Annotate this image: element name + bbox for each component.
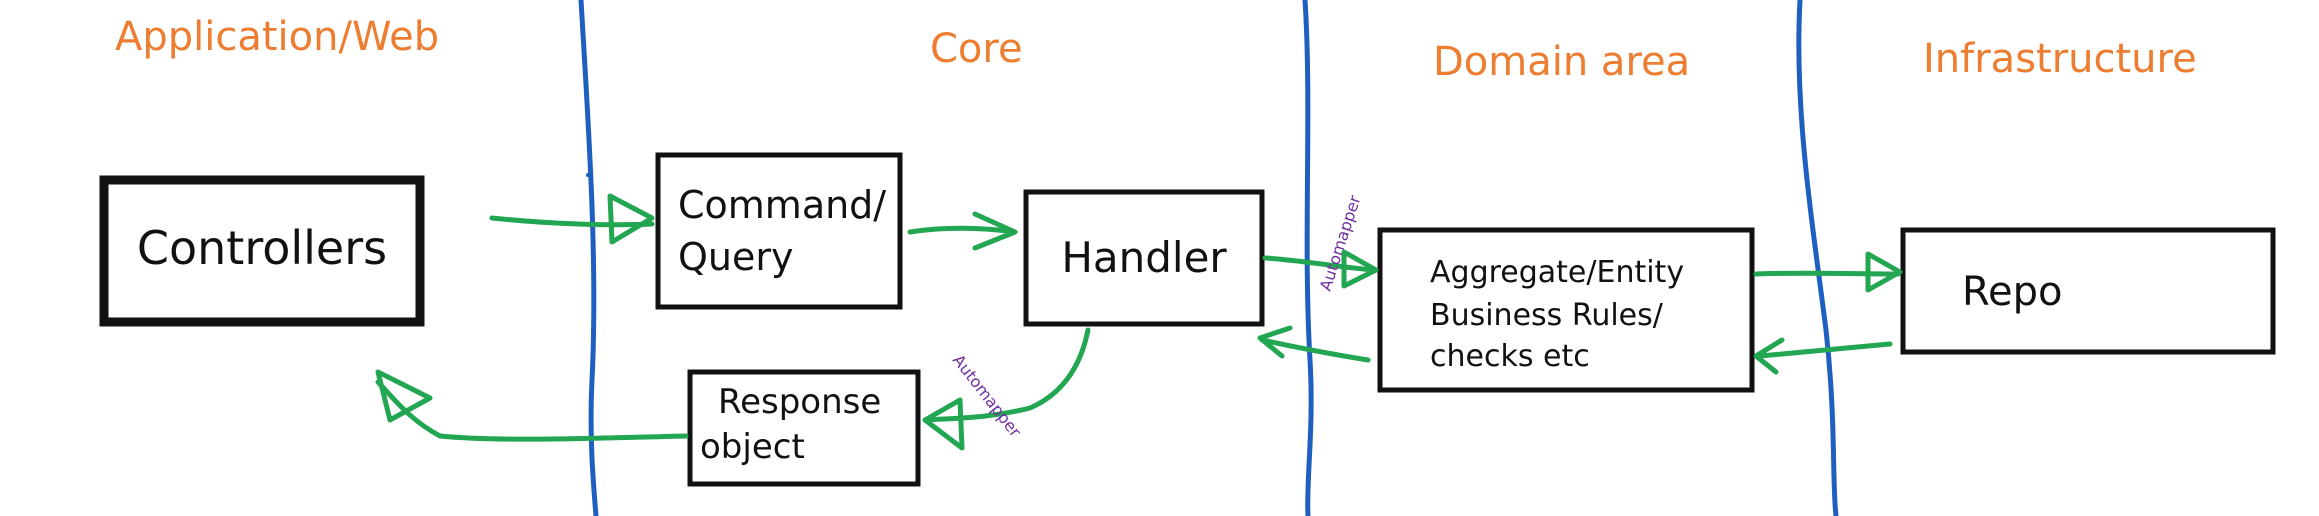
response-object-label-line2: object bbox=[700, 427, 805, 467]
repo-box: Repo bbox=[1900, 227, 2276, 355]
region-title-application: Application/Web bbox=[115, 14, 439, 60]
response-object-box: Response object bbox=[687, 369, 921, 487]
arrow-repo-to-aggregate bbox=[1753, 337, 1893, 375]
command-query-box: Command/ Query bbox=[655, 152, 903, 310]
arrow-aggregate-to-repo bbox=[1753, 251, 1903, 293]
region-title-core: Core bbox=[930, 26, 1023, 72]
response-object-label-line1: Response bbox=[718, 382, 881, 422]
divider-domain-infra bbox=[1796, 0, 1839, 516]
handler-label: Handler bbox=[1061, 233, 1227, 282]
controllers-label: Controllers bbox=[137, 221, 387, 275]
arrow-response-to-controllers bbox=[375, 369, 689, 442]
repo-label: Repo bbox=[1962, 269, 2062, 315]
arrow-command-to-handler bbox=[907, 211, 1018, 251]
command-query-label-line2: Query bbox=[678, 235, 793, 279]
region-title-infrastructure: Infrastructure bbox=[1923, 36, 2197, 82]
aggregate-label-line1: Aggregate/Entity bbox=[1430, 255, 1684, 290]
handler-box: Handler bbox=[1023, 189, 1265, 327]
stray-dot bbox=[586, 173, 590, 177]
arrow-handler-to-response bbox=[922, 327, 1091, 451]
aggregate-label-line3: checks etc bbox=[1430, 339, 1590, 374]
divider-core-domain bbox=[1302, 0, 1314, 516]
controllers-box: Controllers bbox=[99, 175, 425, 327]
command-query-label-line1: Command/ bbox=[678, 183, 886, 227]
aggregate-entity-box: Aggregate/Entity Business Rules/ checks … bbox=[1377, 227, 1755, 393]
divider-app-core bbox=[578, 0, 599, 516]
aggregate-label-line2: Business Rules/ bbox=[1430, 298, 1664, 333]
arrow-controllers-to-command bbox=[489, 193, 655, 245]
region-title-domain: Domain area bbox=[1433, 39, 1690, 85]
arrow-aggregate-to-handler bbox=[1257, 325, 1371, 363]
arrow-handler-to-aggregate bbox=[1262, 249, 1379, 289]
